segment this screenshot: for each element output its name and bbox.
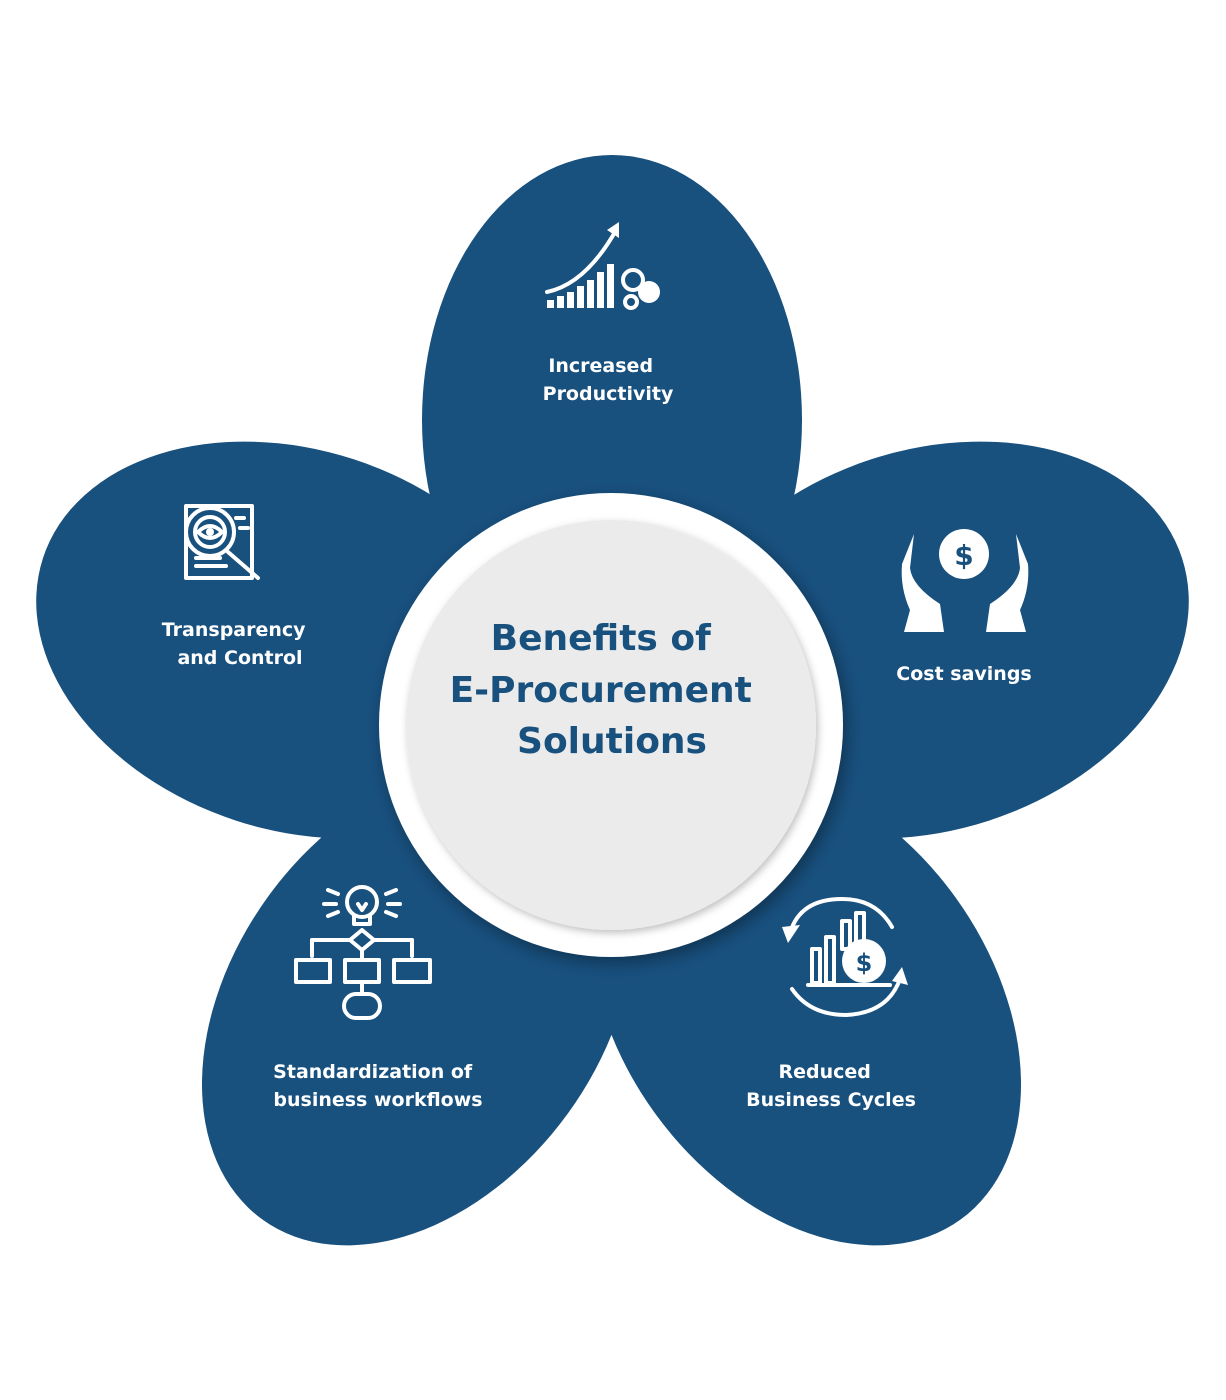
label-transparency-line-2: and Control xyxy=(177,647,302,669)
center-title-line-2: E-Procurement xyxy=(450,670,752,711)
label-cycles-line-1: Reduced xyxy=(778,1061,870,1083)
bulb-flowchart-icon xyxy=(294,885,432,1020)
label-cost-line-1: Cost savings xyxy=(896,663,1031,685)
label-workflows-line-1: Standardization of xyxy=(273,1061,473,1083)
label-productivity-line-1: Increased xyxy=(548,355,653,377)
center-inner-disc xyxy=(406,520,816,930)
label-reduced-business-cycles: Reduced Business Cycles xyxy=(746,1061,916,1111)
center-title-line-3: Solutions xyxy=(517,721,707,762)
cycle-chart-dollar-icon: $ xyxy=(782,897,908,1017)
label-cost-savings: Cost savings xyxy=(896,663,1031,685)
svg-text:$: $ xyxy=(954,539,973,572)
center-title-line-1: Benefits of xyxy=(491,618,711,659)
label-transparency-line-1: Transparency xyxy=(162,619,306,641)
label-productivity-line-2: Productivity xyxy=(543,383,674,405)
svg-text:$: $ xyxy=(856,949,873,977)
label-cycles-line-2: Business Cycles xyxy=(746,1089,916,1111)
hands-dollar-icon: $ xyxy=(901,529,1029,632)
label-transparency-control: Transparency and Control xyxy=(162,619,312,669)
document-magnifier-icon xyxy=(184,504,260,580)
center-badge: Benefits of E-Procurement Solutions xyxy=(379,493,843,957)
center-title: Benefits of E-Procurement Solutions xyxy=(450,618,765,762)
label-standardization: Standardization of business workflows xyxy=(273,1061,482,1111)
growth-chart-icon xyxy=(545,222,660,310)
label-workflows-line-2: business workflows xyxy=(273,1089,482,1111)
label-increased-productivity: Increased Productivity xyxy=(543,355,674,405)
